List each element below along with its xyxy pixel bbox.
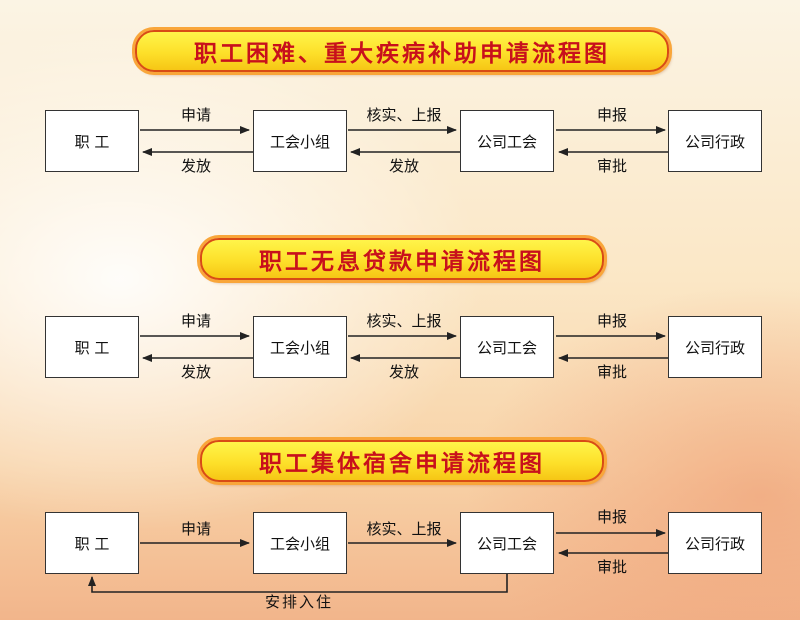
- flow-2-label-3-back: 审批: [596, 363, 627, 381]
- flow-2-node-company-admin: 公司行政: [668, 316, 762, 378]
- flow-3-node-company-union: 公司工会: [460, 512, 554, 574]
- flow-3-node-employee: 职 工: [45, 512, 139, 574]
- flow-3-return-label: 安排入住: [264, 593, 333, 611]
- flow-2-label-3-forward: 申报: [596, 312, 627, 330]
- flow-2-label-2-back: 发放: [388, 363, 419, 381]
- flow-2-title: 职工无息贷款申请流程图: [200, 238, 604, 280]
- flow-1-node-company-admin: 公司行政: [668, 110, 762, 172]
- flow-1-label-3-back: 审批: [596, 157, 627, 175]
- flow-3-title: 职工集体宿舍申请流程图: [200, 440, 604, 482]
- flow-3-label-2-forward: 核实、上报: [366, 520, 442, 538]
- flow-1-title: 职工困难、重大疾病补助申请流程图: [135, 30, 669, 72]
- flow-2-label-2-forward: 核实、上报: [366, 312, 442, 330]
- flow-2-label-1-forward: 申请: [180, 312, 211, 330]
- flow-1-label-3-forward: 申报: [596, 106, 627, 124]
- flow-1-label-2-forward: 核实、上报: [366, 106, 442, 124]
- flow-1-node-company-union: 公司工会: [460, 110, 554, 172]
- flow-2-node-employee: 职 工: [45, 316, 139, 378]
- flow-3-node-union-group: 工会小组: [253, 512, 347, 574]
- flow-3-node-company-admin: 公司行政: [668, 512, 762, 574]
- flow-2-node-union-group: 工会小组: [253, 316, 347, 378]
- flow-3-label-3-back: 审批: [596, 558, 627, 576]
- flow-3-label-3-forward: 申报: [596, 508, 627, 526]
- flow-1-label-1-forward: 申请: [180, 106, 211, 124]
- flow-2-node-company-union: 公司工会: [460, 316, 554, 378]
- flow-3-label-1-forward: 申请: [180, 520, 211, 538]
- flow-1-node-union-group: 工会小组: [253, 110, 347, 172]
- arrow-3-return: [88, 574, 508, 593]
- flow-2-label-1-back: 发放: [180, 363, 211, 381]
- flow-1-label-2-back: 发放: [388, 157, 419, 175]
- flow-1-node-employee: 职 工: [45, 110, 139, 172]
- flow-1-label-1-back: 发放: [180, 157, 211, 175]
